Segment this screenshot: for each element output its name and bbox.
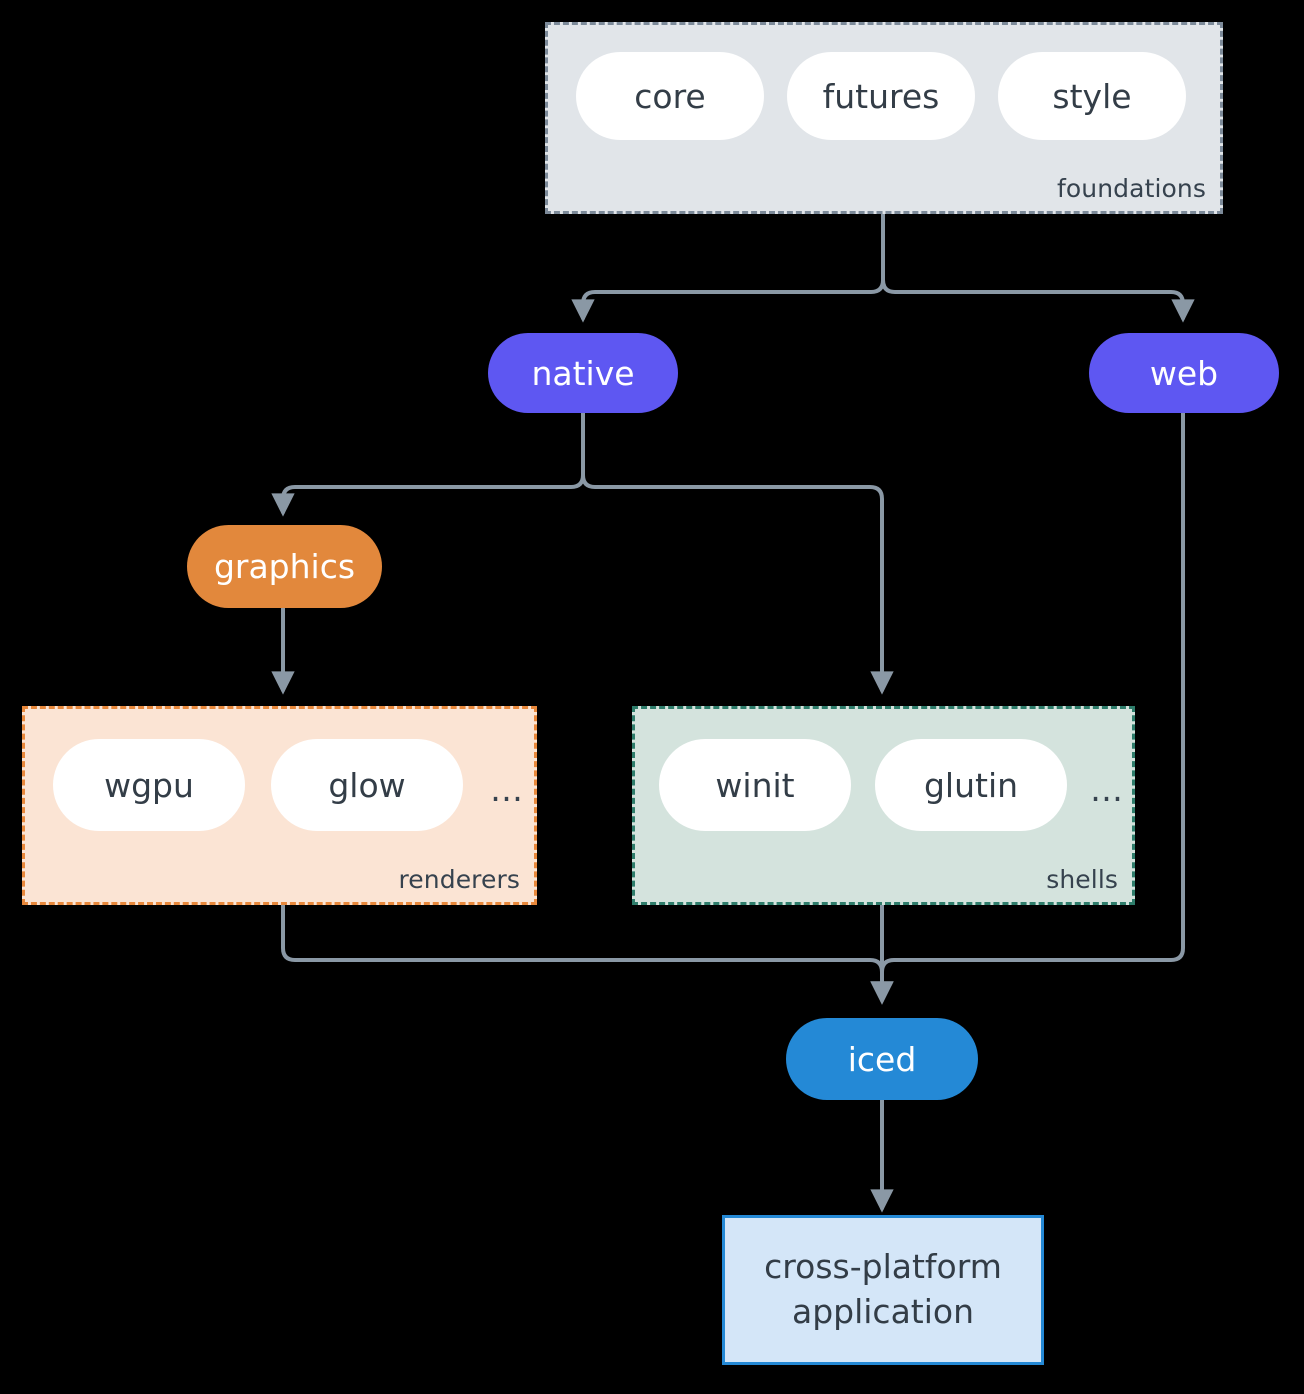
- cluster-renderers: wgpu glow … renderers: [22, 706, 537, 905]
- node-futures[interactable]: futures: [787, 52, 975, 140]
- node-native-label: native: [531, 353, 635, 393]
- node-wgpu[interactable]: wgpu: [53, 739, 245, 831]
- node-graphics-label: graphics: [213, 547, 356, 586]
- node-wgpu-label: wgpu: [104, 765, 194, 805]
- node-application-label-line1: cross-platform: [764, 1247, 1002, 1287]
- node-native[interactable]: native: [488, 333, 678, 413]
- node-iced-label: iced: [847, 1039, 917, 1079]
- node-iced[interactable]: iced: [786, 1018, 978, 1100]
- node-winit-label: winit: [715, 765, 795, 805]
- node-application[interactable]: cross-platform application: [722, 1215, 1044, 1365]
- node-glow[interactable]: glow: [271, 739, 463, 831]
- node-core[interactable]: core: [576, 52, 764, 140]
- cluster-shells-label: shells: [1046, 865, 1118, 894]
- cluster-renderers-label: renderers: [398, 865, 520, 894]
- node-web[interactable]: web: [1089, 333, 1279, 413]
- node-glutin-label: glutin: [923, 765, 1019, 805]
- cluster-foundations-label: foundations: [1057, 174, 1206, 203]
- node-core-label: core: [634, 76, 706, 116]
- node-graphics[interactable]: graphics: [187, 525, 382, 608]
- node-renderers-more: …: [490, 770, 524, 809]
- cluster-shells: winit glutin … shells: [632, 706, 1135, 905]
- edge-foundations-fork: [571, 213, 1195, 323]
- node-glow-label: glow: [328, 765, 406, 805]
- node-futures-label: futures: [822, 76, 940, 116]
- node-style[interactable]: style: [998, 52, 1186, 140]
- node-style-label: style: [1052, 76, 1132, 116]
- node-application-label-line2: application: [791, 1292, 975, 1331]
- cluster-foundations: core futures style foundations: [545, 22, 1223, 214]
- node-shells-more: …: [1090, 770, 1124, 809]
- node-web-label: web: [1149, 353, 1219, 393]
- node-glutin[interactable]: glutin: [875, 739, 1067, 831]
- node-winit[interactable]: winit: [659, 739, 851, 831]
